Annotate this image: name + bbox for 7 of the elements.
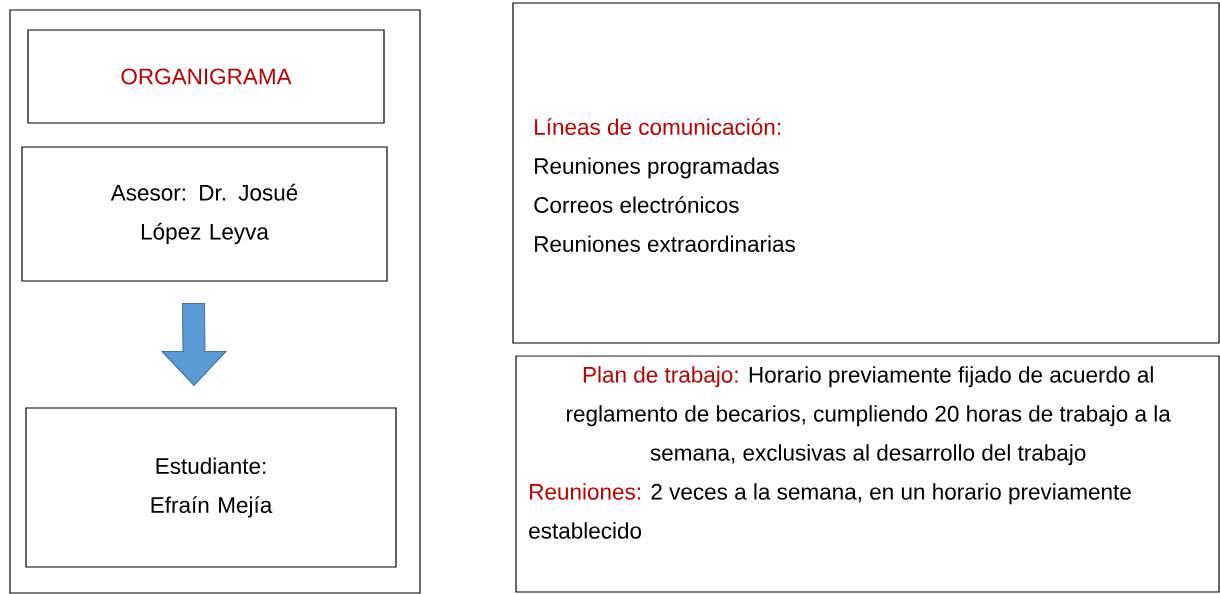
person-box: Estudiante: Efraín Mejía [25,407,397,568]
title-box: ORGANIGRAMA [27,29,385,124]
person-box: Asesor: Dr. Josué López Leyva [21,146,388,282]
block-arrow [161,303,227,386]
text-box: Líneas de comunicación: Reuniones programadas Correos electrónicos Reuniones extraordinarias [512,2,1220,344]
frame-box [9,9,421,594]
text-box: Plan de trabajo: Horario previamente fijado de acuerdo al reglamento de becarios, cumpliendo 20 horas de trabajo a la semana, exclusivas al desarrollo del trabajo Reuniones: 2 veces a la semana, en un horario previamente establecido [515,355,1220,593]
